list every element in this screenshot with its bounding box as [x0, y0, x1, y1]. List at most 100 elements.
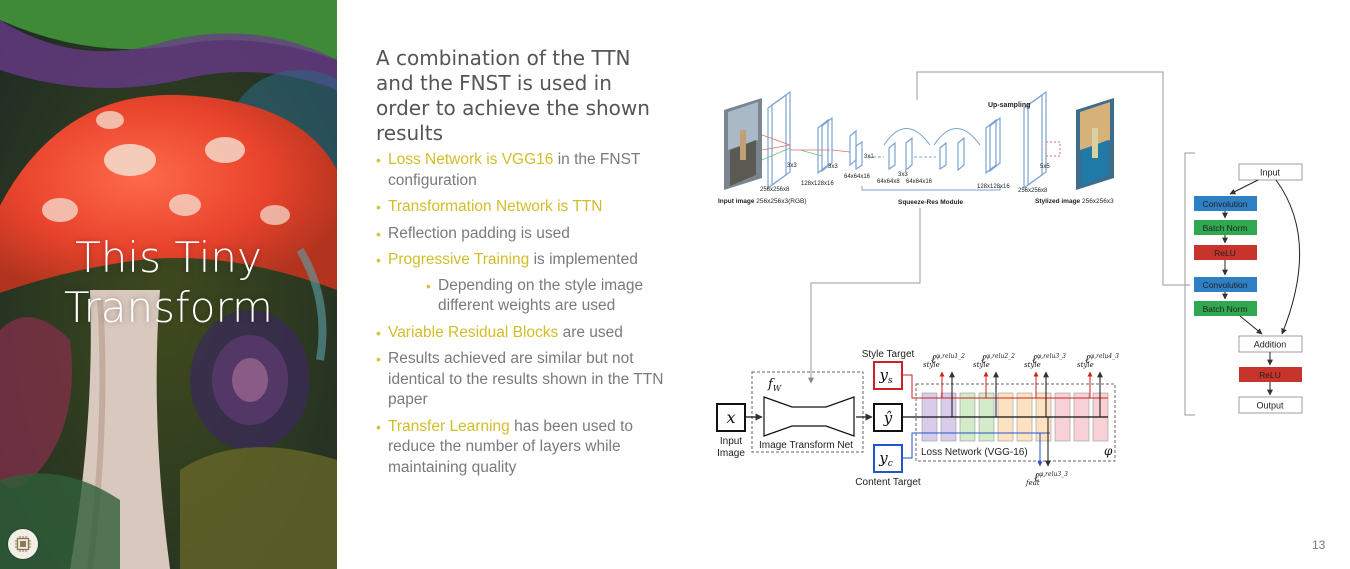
bullet-text: are used	[558, 323, 623, 341]
style-target-label: Style Target	[862, 349, 915, 360]
ttn-network-diagram: Up-sampling 3x3 3x3 3x1 3x3 5x5 256x256x…	[718, 90, 1114, 206]
loss-subscript: style	[973, 361, 990, 369]
page-number: 13	[1312, 538, 1326, 552]
slide-title: This Tiny Transform	[0, 233, 337, 333]
relu-block	[1239, 367, 1302, 382]
receptive-field-lines	[761, 134, 851, 153]
kernel-label: 5x5	[1040, 164, 1050, 170]
loss-superscript: φ,relu1_2	[936, 353, 965, 360]
residual-arc	[883, 128, 931, 146]
loss-symbol: ℓ	[931, 352, 936, 366]
output-block-label: Output	[1256, 401, 1284, 411]
fw-subscript: W	[773, 384, 782, 393]
shape-label: 64x64x16	[906, 179, 933, 185]
bullet-text: has been used to reduce the number of la…	[388, 417, 634, 476]
loss-network-label: Loss Network (VGG-16)	[921, 447, 1028, 458]
shape-label: 64x64x8	[877, 179, 900, 185]
yc-subscript: c	[888, 459, 893, 469]
fw-symbol: fW	[767, 377, 782, 393]
input-image-thumbnail	[724, 98, 762, 190]
connector-line	[808, 208, 921, 384]
batch-norm-block-label: Batch Norm	[1203, 304, 1248, 314]
stylized-image-label-rest: 256x256x3	[1080, 198, 1114, 205]
stylized-image-label-bold: Stylized image	[1035, 198, 1081, 205]
content-heading: A combination of the TTN and the FNST is…	[376, 46, 650, 145]
bullet-item: Progressive Training is implemented Depe…	[376, 250, 666, 317]
transform-net-label: Image Transform Net	[759, 440, 853, 451]
input-image-label: Image	[717, 448, 745, 459]
yc-base: y	[878, 449, 888, 467]
addition-block-label: Addition	[1254, 340, 1287, 350]
loss-subscript: style	[1024, 361, 1041, 369]
input-image-label: Input	[720, 436, 742, 447]
ys-subscript: s	[888, 376, 893, 386]
flow-arrow	[1229, 179, 1259, 195]
batch-norm-block-label: Batch Norm	[1203, 223, 1248, 233]
loss-superscript: φ,relu3_3	[1039, 471, 1068, 478]
relu-block	[1194, 245, 1257, 260]
kernel-label: 3x3	[898, 172, 908, 178]
convolution-block	[1194, 196, 1257, 211]
sub-bullet-item: Depending on the style image different w…	[426, 276, 666, 317]
bullet-highlight: Transformation Network is TTN	[388, 198, 603, 215]
slide-title-line-2: Transform	[64, 283, 273, 332]
yhat-symbol: ŷ	[883, 409, 893, 427]
loss-symbol: ℓ	[1034, 470, 1039, 484]
loss-superscript: φ,relu3_3	[1037, 353, 1066, 360]
psychedelic-mushroom-image	[0, 0, 337, 569]
input-image-label-rest: 256x256x3(RGB)	[754, 198, 806, 205]
loss-superscript: φ,relu4_3	[1090, 353, 1119, 360]
convolution-block-label: Convolution	[1203, 199, 1248, 209]
bracket	[861, 186, 1001, 191]
bullet-highlight: Variable Residual Blocks	[388, 323, 559, 341]
slide-title-line-1: This Tiny	[75, 233, 262, 282]
skip-connection-arrow	[1275, 179, 1301, 335]
loss-symbol: ℓ	[1085, 352, 1090, 366]
loss-superscript: φ,relu2_2	[986, 353, 1015, 360]
convolution-block	[1194, 277, 1257, 292]
perceptual-loss-diagram: x Input Image fW Image Transform Net Sty…	[716, 349, 1119, 488]
loss-symbol: ℓ	[981, 352, 986, 366]
yc-symbol: yc	[878, 449, 893, 469]
bullet-list: Loss Network is VGG16 in the FNST config…	[376, 150, 666, 478]
architecture-diagram: Up-sampling 3x3 3x3 3x1 3x3 5x5 256x256x…	[716, 71, 1303, 488]
sub-bullet-list: Depending on the style image different w…	[388, 276, 666, 317]
bullet-highlight: Transfer Learning	[388, 417, 510, 435]
bullet-highlight: Progressive Training	[388, 251, 530, 268]
fw-base: f	[767, 377, 775, 392]
flow-arrow	[1239, 315, 1263, 335]
batch-norm-block	[1194, 301, 1257, 316]
stylized-image-label: Stylized image 256x256x3	[1035, 198, 1114, 205]
kernel-label: 3x1	[864, 154, 874, 160]
bullet-text: in the FNST configuration	[388, 151, 641, 189]
bullet-text: is implemented	[529, 251, 638, 268]
bullet-text: Results achieved are similar but not ide…	[388, 350, 664, 408]
stylized-image-thumbnail	[1076, 98, 1114, 190]
connector-line	[916, 71, 1190, 286]
bullet-item: Results achieved are similar but not ide…	[376, 349, 666, 411]
bracket-line	[1184, 152, 1195, 416]
bullet-item: Reflection padding is used	[376, 224, 666, 245]
slide-content: A combination of the TTN and the FNST is…	[376, 46, 666, 484]
background-panel: This Tiny Transform	[0, 0, 337, 569]
bullet-item: Transformation Network is TTN	[376, 197, 666, 218]
style-flow-line	[902, 374, 1108, 399]
chip-icon	[15, 536, 31, 552]
relu-block-label: ReLU	[1214, 248, 1236, 258]
shape-label: 128x128x16	[977, 184, 1010, 190]
receptive-field-lines	[761, 147, 823, 161]
squeeze-res-label: Squeeze-Res Module	[898, 199, 963, 206]
logo	[8, 529, 38, 559]
loss-subscript: feat	[1025, 479, 1040, 487]
transform-net-box	[751, 371, 864, 453]
residual-arc	[933, 128, 981, 146]
input-image-label-bold: Input image	[718, 198, 755, 205]
phi-symbol: φ	[1104, 444, 1113, 458]
upsampling-label: Up-sampling	[988, 102, 1030, 109]
batch-norm-block	[1194, 220, 1257, 235]
